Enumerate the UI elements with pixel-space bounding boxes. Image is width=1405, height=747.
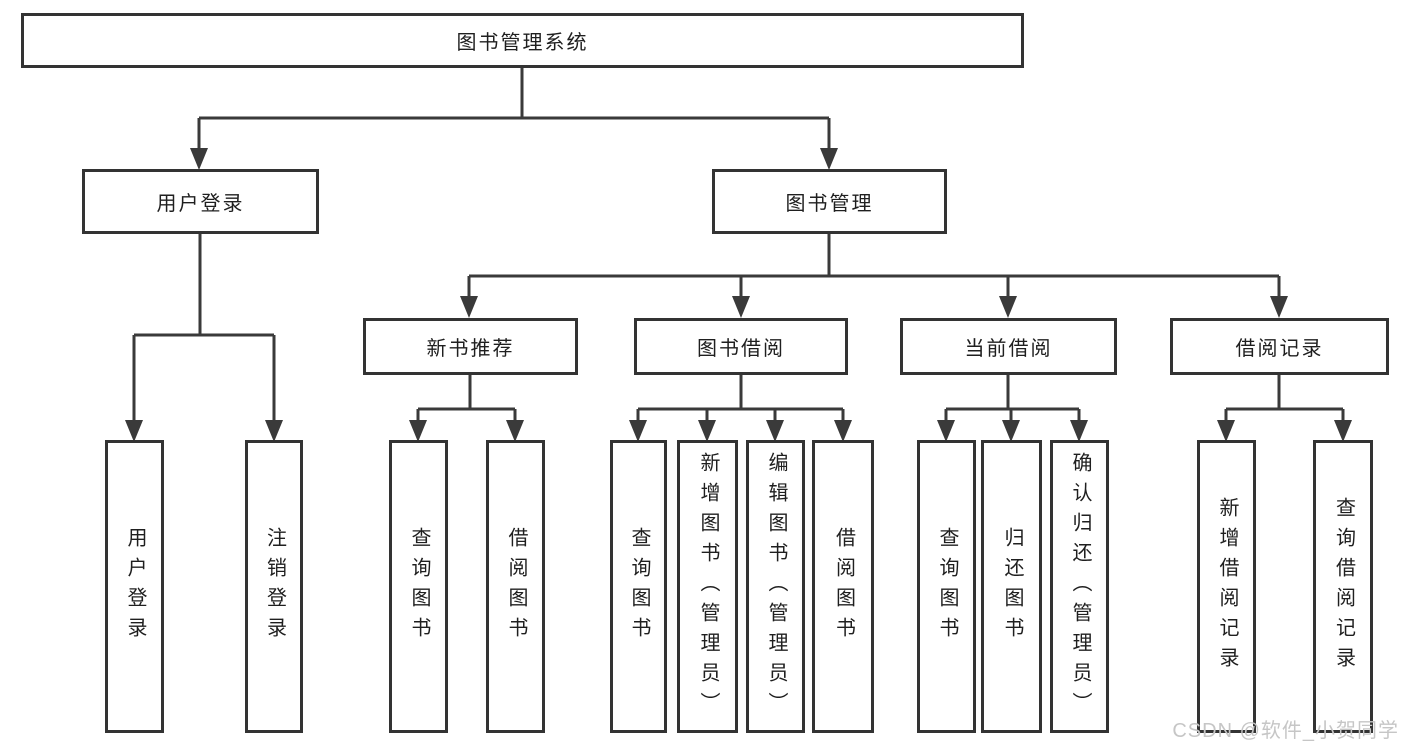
- leaf-logout-login-label: 注销登录: [263, 526, 286, 647]
- leaf-query-book-borrow: 查询图书: [610, 440, 667, 733]
- node-root-label: 图书管理系统: [456, 32, 589, 54]
- node-book-management: 图书管理: [712, 169, 947, 234]
- node-current-borrow-label: 当前借阅: [964, 338, 1053, 360]
- leaf-confirm-return-admin-label: 确认归还（管理员）: [1069, 451, 1091, 722]
- leaf-logout-login: 注销登录: [245, 440, 303, 733]
- node-book-borrow: 图书借阅: [634, 318, 848, 375]
- node-root: 图书管理系统: [21, 13, 1024, 68]
- node-book-management-label: 图书管理: [785, 193, 874, 215]
- leaf-add-borrow-record-label: 新增借阅记录: [1216, 496, 1238, 677]
- leaf-add-book-admin-label: 新增图书（管理员）: [697, 451, 719, 722]
- leaf-return-book-label: 归还图书: [1001, 526, 1023, 647]
- leaf-user-login: 用户登录: [105, 440, 164, 733]
- leaf-edit-book-admin-label: 编辑图书（管理员）: [765, 451, 787, 722]
- node-borrow-records: 借阅记录: [1170, 318, 1389, 375]
- leaf-query-book-current: 查询图书: [917, 440, 976, 733]
- leaf-edit-book-admin: 编辑图书（管理员）: [746, 440, 805, 733]
- leaf-user-login-label: 用户登录: [124, 526, 146, 647]
- leaf-borrow-book-label: 借阅图书: [832, 526, 855, 647]
- leaf-query-borrow-record-label: 查询借阅记录: [1332, 496, 1355, 677]
- node-new-book-recommend: 新书推荐: [363, 318, 578, 375]
- node-new-book-recommend-label: 新书推荐: [426, 338, 515, 360]
- leaf-confirm-return-admin: 确认归还（管理员）: [1050, 440, 1109, 733]
- node-current-borrow: 当前借阅: [900, 318, 1117, 375]
- node-user-login-label: 用户登录: [156, 193, 245, 215]
- leaf-query-book-recommend-label: 查询图书: [408, 526, 430, 647]
- leaf-return-book: 归还图书: [981, 440, 1042, 733]
- leaf-query-book-recommend: 查询图书: [389, 440, 448, 733]
- leaf-query-book-current-label: 查询图书: [936, 526, 958, 647]
- node-borrow-records-label: 借阅记录: [1235, 338, 1324, 360]
- node-user-login: 用户登录: [82, 169, 319, 234]
- node-book-borrow-label: 图书借阅: [697, 338, 785, 360]
- leaf-add-book-admin: 新增图书（管理员）: [677, 440, 738, 733]
- leaf-borrow-book-recommend-label: 借阅图书: [505, 526, 527, 647]
- leaf-add-borrow-record: 新增借阅记录: [1197, 440, 1256, 733]
- leaf-borrow-book-recommend: 借阅图书: [486, 440, 545, 733]
- leaf-query-borrow-record: 查询借阅记录: [1313, 440, 1373, 733]
- watermark: CSDN @软件_小贺同学: [1172, 720, 1399, 742]
- leaf-query-book-borrow-label: 查询图书: [628, 526, 650, 647]
- leaf-borrow-book: 借阅图书: [812, 440, 874, 733]
